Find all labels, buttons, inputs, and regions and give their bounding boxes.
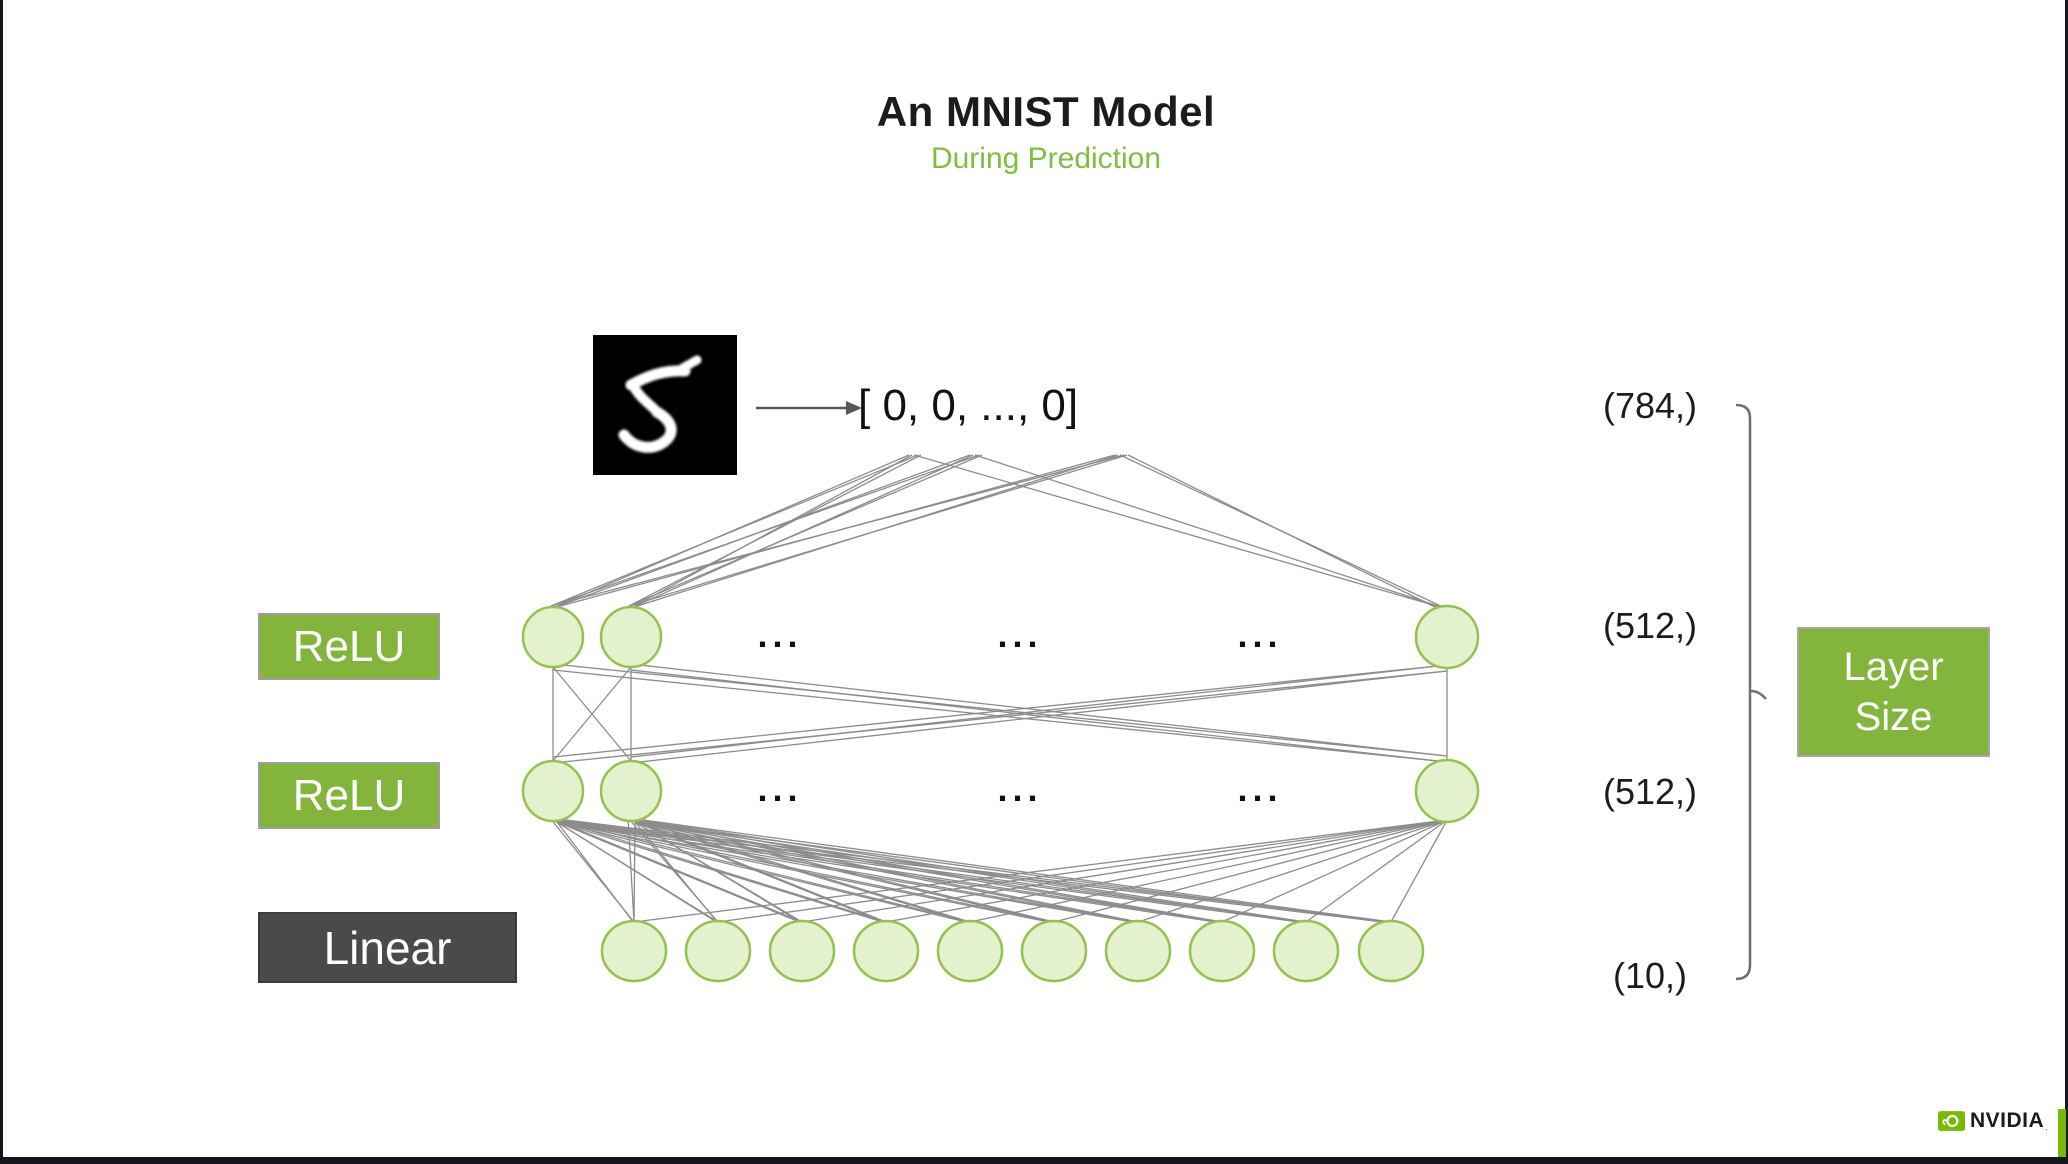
neuron-node: [1020, 919, 1088, 983]
hidden2-ellipsis: ...: [997, 768, 1043, 809]
slide-subtitle: During Prediction: [930, 142, 1162, 175]
edge-lines: [549, 454, 1448, 924]
neuron-node: [1188, 919, 1256, 983]
output-size-label: (10,): [1612, 955, 1688, 996]
neuron-node: [852, 919, 920, 983]
neuron-node: [599, 759, 663, 823]
nvidia-reg-mark: .: [2045, 1123, 2048, 1132]
nvidia-brand-text: NVIDIA: [1970, 1109, 2045, 1132]
neuron-node: [1414, 604, 1480, 670]
neuron-node: [600, 919, 668, 983]
neuron-node: [1414, 758, 1480, 824]
neuron-node: [521, 605, 585, 669]
neuron-node: [1272, 919, 1340, 983]
input-vector-text: [ 0, 0, ..., 0]: [858, 381, 1079, 430]
hidden2-ellipsis: ...: [757, 768, 803, 809]
relu-box-2-label: ReLU: [292, 770, 406, 820]
linear-box: Linear: [258, 912, 517, 983]
layer-size-box: Layer Size: [1797, 627, 1990, 757]
neuron-node: [768, 919, 836, 983]
input-arrow-icon: [756, 401, 862, 415]
hidden2-ellipsis: ...: [1237, 768, 1283, 809]
relu-box-1-label: ReLU: [292, 621, 406, 671]
linear-box-label: Linear: [323, 921, 452, 974]
neuron-node: [684, 919, 752, 983]
layer-size-bracket-icon: [1735, 403, 1767, 981]
neuron-nodes: [521, 604, 1480, 983]
relu-box-2: ReLU: [258, 762, 440, 829]
neuron-node: [1357, 919, 1425, 983]
green-accent-bar: [2058, 1109, 2066, 1157]
neuron-node: [599, 605, 663, 669]
neuron-node: [936, 919, 1004, 983]
neuron-node: [1104, 919, 1172, 983]
mnist-digit-image: [593, 335, 737, 475]
hidden1-ellipsis: ...: [1237, 614, 1283, 655]
slide-title: An MNIST Model: [876, 88, 1216, 135]
nvidia-eye-icon: [1938, 1111, 1965, 1131]
layer-size-line2: Size: [1854, 695, 1933, 739]
hidden1-size-label: (512,): [1602, 605, 1698, 646]
layer-size-line1: Layer: [1843, 645, 1944, 689]
slide-left-border: [0, 0, 3, 1164]
handwritten-digit-5-icon: [618, 355, 702, 453]
input-size-label: (784,): [1602, 385, 1698, 426]
slide-right-border: [2065, 0, 2068, 1164]
nvidia-logo: NVIDIA .: [1938, 1108, 2058, 1134]
hidden1-ellipsis: ...: [757, 614, 803, 655]
hidden2-size-label: (512,): [1602, 771, 1698, 812]
neuron-node: [521, 759, 585, 823]
slide-bottom-border: [0, 1157, 2068, 1164]
hidden1-ellipsis: ...: [997, 614, 1043, 655]
relu-box-1: ReLU: [258, 613, 440, 680]
